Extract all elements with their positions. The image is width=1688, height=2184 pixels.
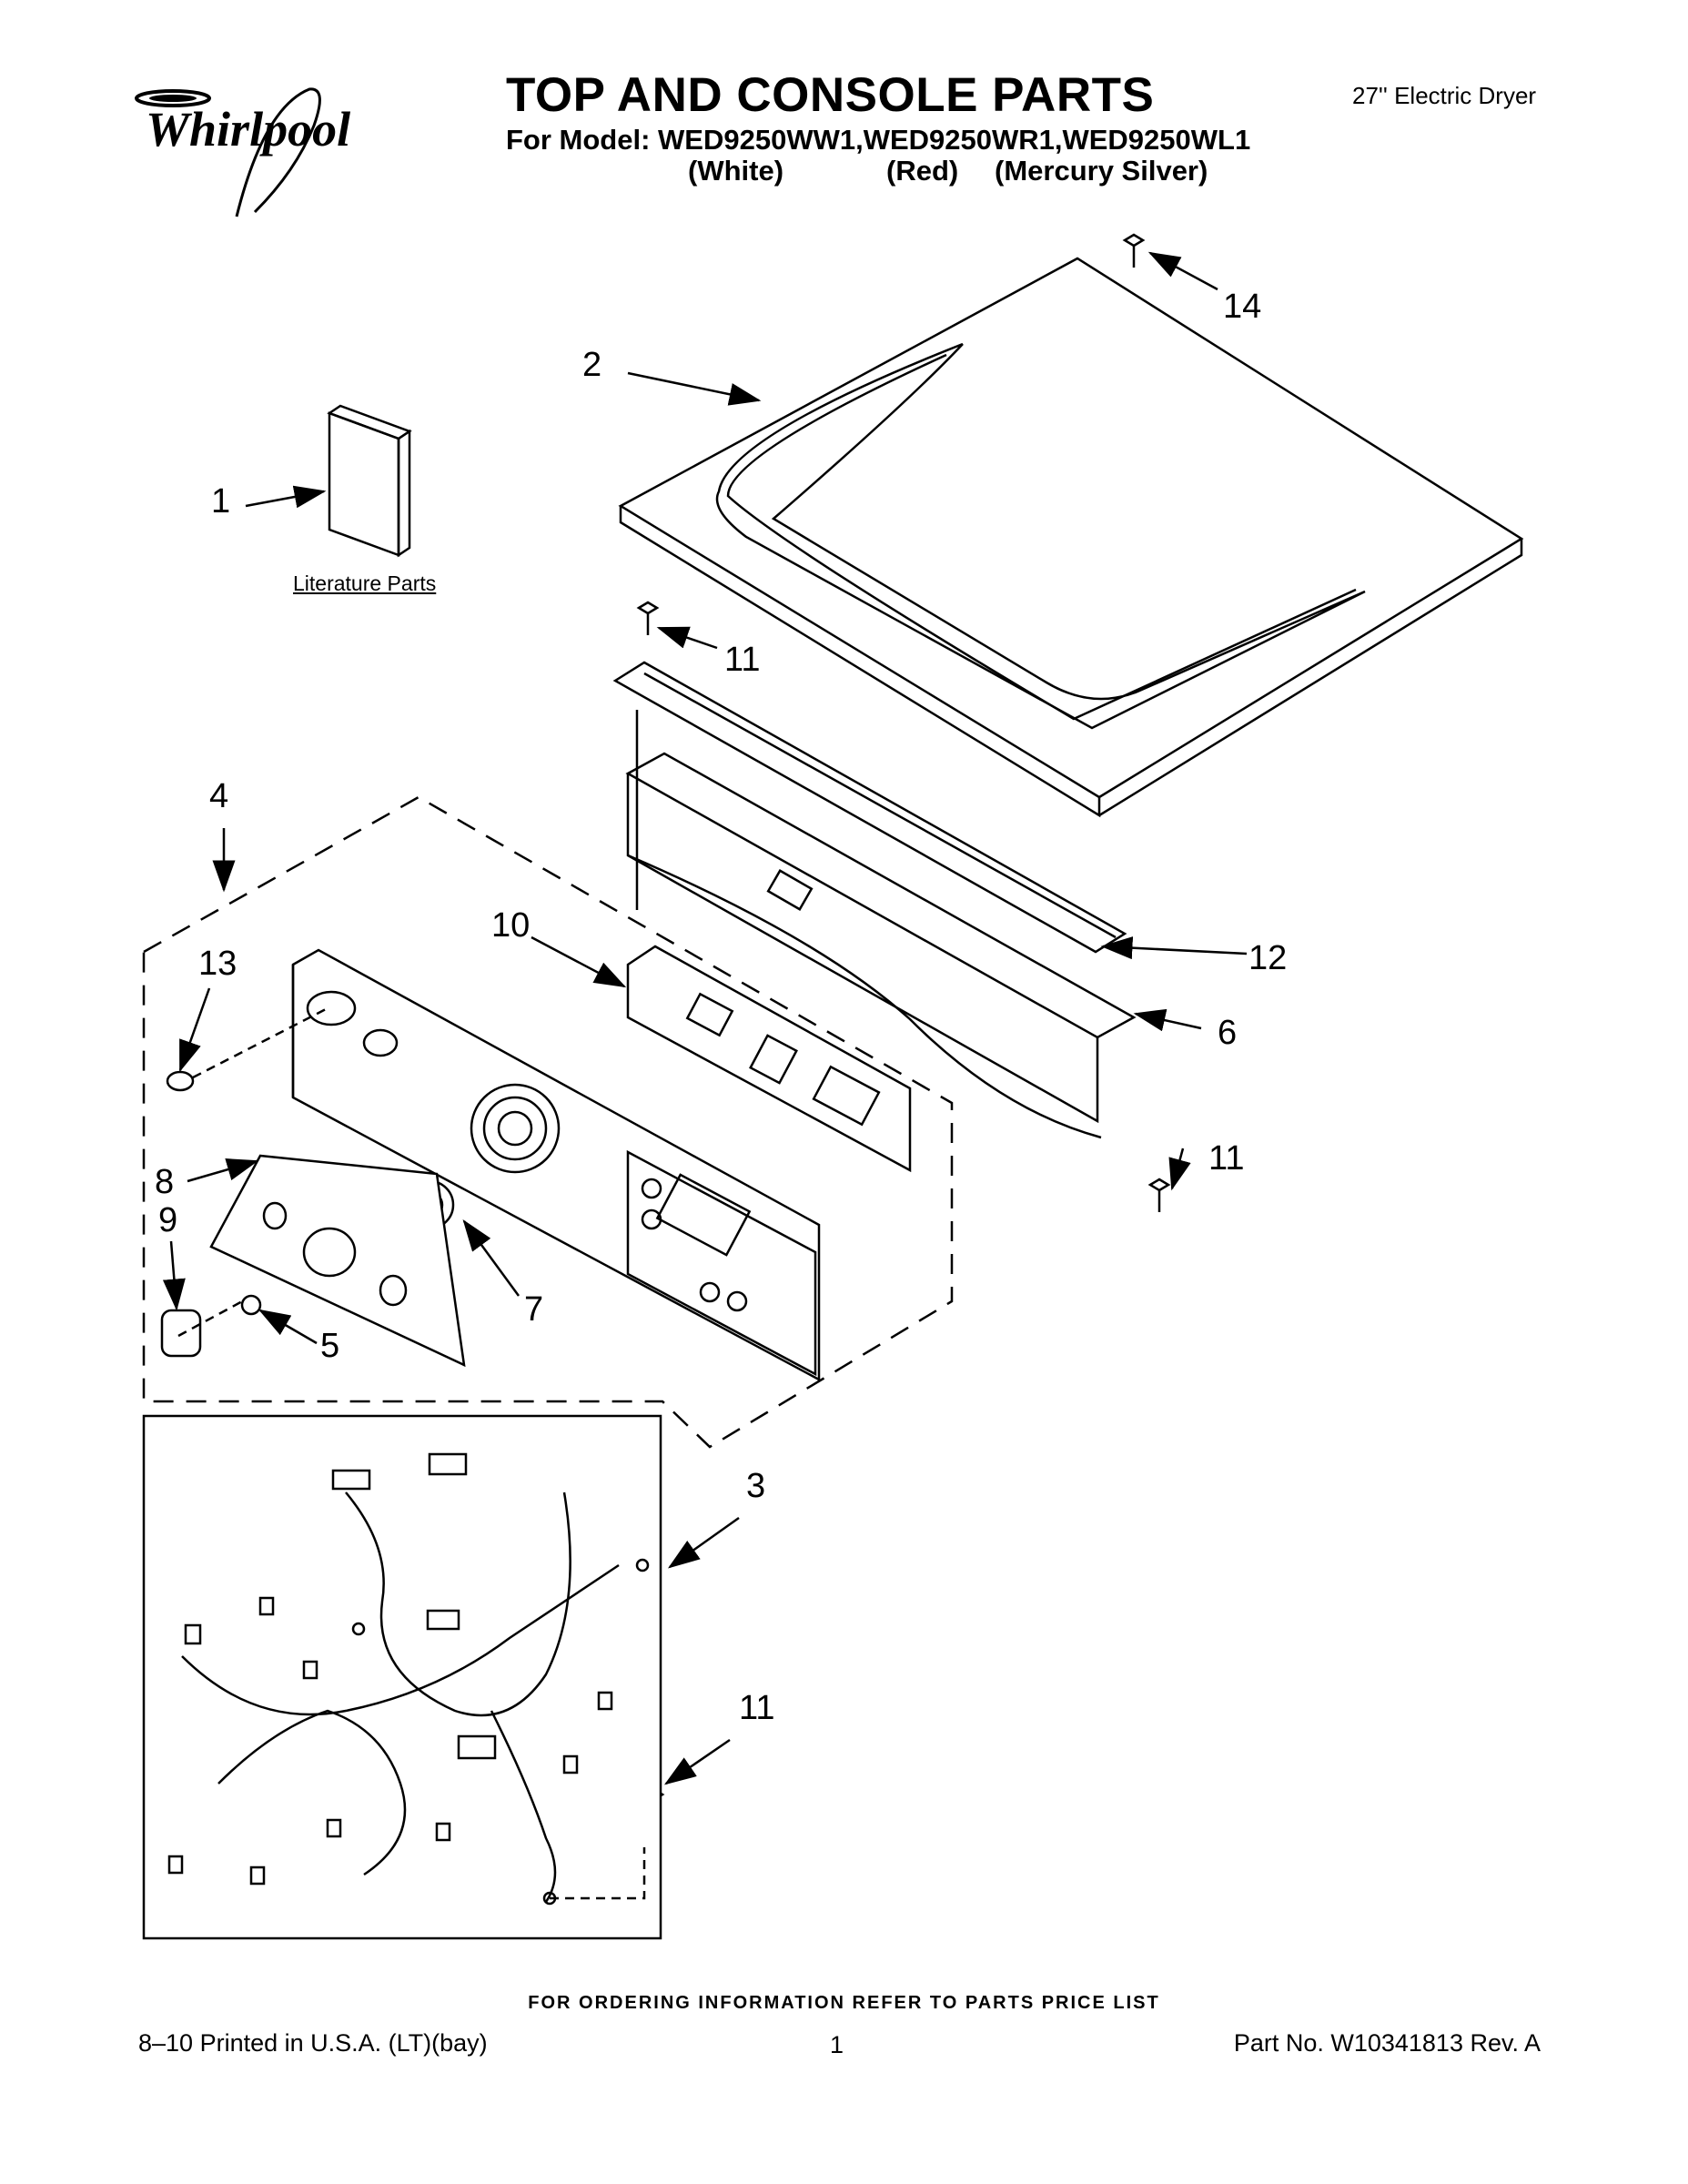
ordering-note: FOR ORDERING INFORMATION REFER TO PARTS …: [528, 1993, 1160, 2013]
part-number: Part No. W10341813 Rev. A: [1233, 2029, 1541, 2057]
variant-red: (Red): [886, 155, 959, 187]
page-title: TOP AND CONSOLE PARTS: [506, 68, 1155, 122]
callout-5: 5: [320, 1327, 340, 1365]
product-type: 27'' Electric Dryer: [1352, 82, 1537, 109]
console-panel: [291, 948, 821, 1382]
callout-7: 7: [524, 1290, 544, 1329]
callout-9: 9: [158, 1201, 178, 1239]
callout-12: 12: [1248, 939, 1288, 977]
literature-booklet: [327, 404, 412, 558]
svg-text:Whirlpool: Whirlpool: [146, 102, 350, 157]
page-number: 1: [830, 2031, 844, 2058]
callout-11-c: 11: [739, 1689, 775, 1727]
callout-13: 13: [198, 945, 238, 983]
variant-mercury-silver: (Mercury Silver): [995, 155, 1208, 187]
leader-lines: [162, 251, 1248, 1785]
callout-6: 6: [1218, 1014, 1238, 1052]
control-board: [626, 945, 912, 1173]
literature-parts-label: Literature Parts: [293, 571, 437, 595]
badge: [166, 1070, 195, 1092]
callout-11-b: 11: [1208, 1139, 1245, 1178]
variant-white: (White): [688, 155, 784, 187]
console-trim: [209, 1154, 466, 1368]
console-bracket: [612, 661, 1127, 954]
print-info: 8–10 Printed in U.S.A. (LT)(bay): [138, 2029, 488, 2057]
callout-3: 3: [746, 1467, 766, 1505]
callout-2: 2: [582, 346, 602, 384]
callout-10: 10: [491, 906, 531, 945]
console-assembly-boundary: [142, 795, 954, 1449]
callout-8: 8: [155, 1163, 175, 1201]
top-panel: [618, 257, 1524, 818]
callout-14: 14: [1223, 288, 1262, 326]
knob-parts: [160, 1294, 262, 1358]
callout-1: 1: [211, 482, 231, 521]
model-line: For Model: WED9250WW1,WED9250WR1,WED9250…: [506, 124, 1251, 156]
callout-11-a: 11: [724, 641, 761, 679]
wiring-harness: [142, 1414, 662, 1940]
whirlpool-logo: Whirlpool: [127, 71, 391, 226]
callout-4: 4: [209, 777, 229, 815]
